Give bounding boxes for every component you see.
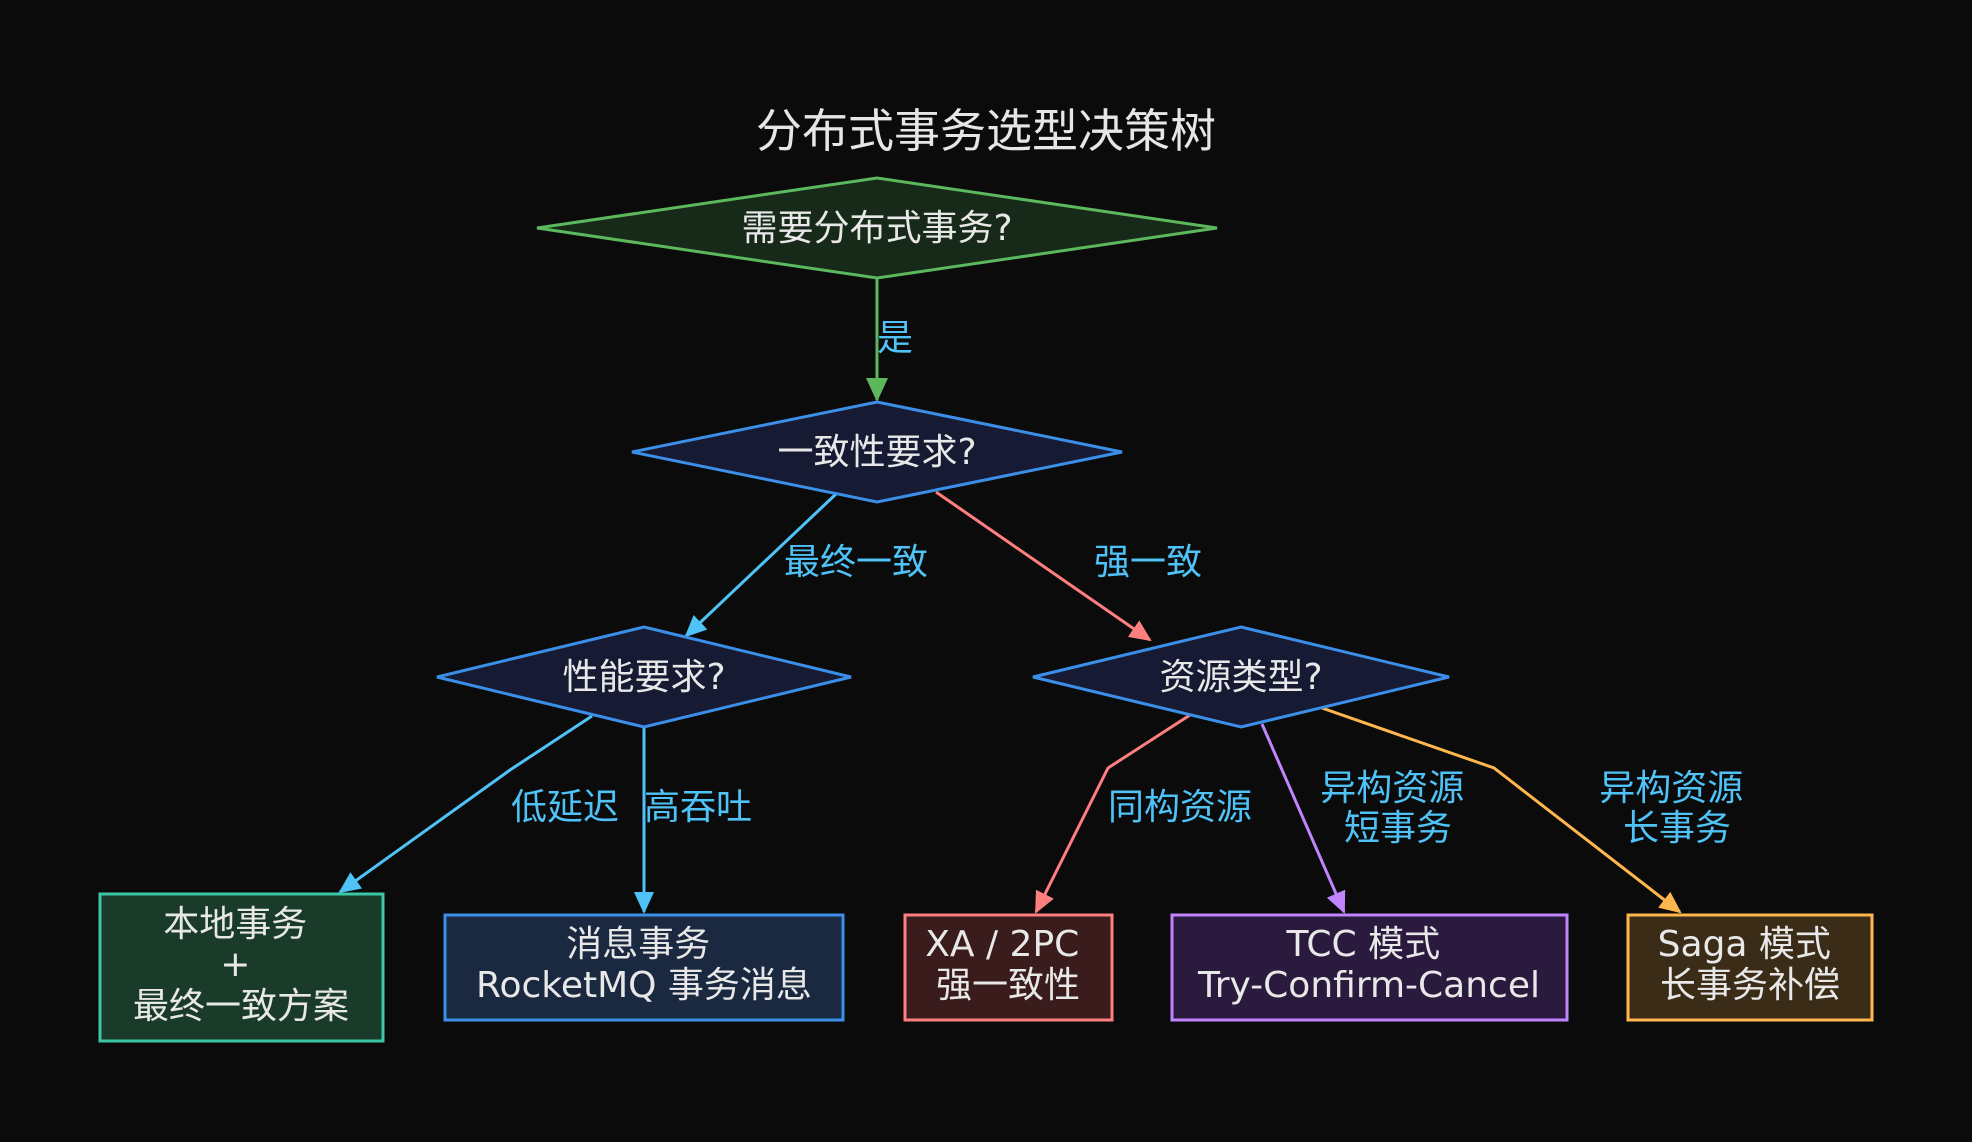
result-node-local-transaction: 本地事务 + 最终一致方案 bbox=[98, 892, 385, 1043]
edge-label-hetero-long: 异构资源 长事务 bbox=[1599, 768, 1754, 849]
result-node-xa-2pc-line-1: XA / 2PC bbox=[925, 924, 1079, 965]
edge-label-hetero-short-line-2: 短事务 bbox=[1344, 808, 1452, 849]
result-node-message-transaction-text: 消息事务 RocketMQ 事务消息 bbox=[476, 924, 812, 1006]
edge-label-hetero-short: 异构资源 短事务 bbox=[1320, 768, 1475, 849]
result-node-message-transaction-line-2: RocketMQ 事务消息 bbox=[476, 965, 812, 1006]
edge-strong bbox=[935, 490, 1152, 642]
result-node-tcc: TCC 模式 Try-Confirm-Cancel bbox=[1170, 913, 1569, 1022]
decision-node-performance: 性能要求? bbox=[436, 625, 852, 729]
edge-low-latency bbox=[338, 714, 593, 894]
edge-homogeneous bbox=[1034, 713, 1191, 914]
decision-node-resource-type-label: 资源类型? bbox=[1159, 657, 1322, 698]
result-node-local-transaction-text: 本地事务 + 最终一致方案 bbox=[133, 904, 349, 1027]
decision-node-need-distributed-transaction-label: 需要分布式事务? bbox=[741, 208, 1012, 249]
edge-label-high-throughput: 高吞吐 bbox=[644, 787, 752, 828]
edge-label-low-latency: 低延迟 bbox=[511, 787, 619, 828]
decision-node-need-distributed-transaction: 需要分布式事务? bbox=[536, 176, 1218, 280]
edge-label-yes: 是 bbox=[877, 318, 913, 359]
decision-node-consistency-label: 一致性要求? bbox=[777, 432, 976, 473]
edge-label-hetero-long-line-2: 长事务 bbox=[1623, 808, 1731, 849]
edge-label-hetero-long-line-1: 异构资源 bbox=[1599, 768, 1743, 809]
edge-label-homogeneous: 同构资源 bbox=[1108, 787, 1252, 828]
edge-label-eventual: 最终一致 bbox=[784, 542, 928, 583]
result-node-tcc-text: TCC 模式 Try-Confirm-Cancel bbox=[1197, 924, 1540, 1006]
result-node-tcc-line-2: Try-Confirm-Cancel bbox=[1197, 965, 1540, 1006]
edge-label-hetero-short-line-1: 异构资源 bbox=[1320, 768, 1464, 809]
edge-hetero-long bbox=[1321, 706, 1682, 914]
result-node-local-transaction-line-2: + bbox=[220, 944, 250, 985]
decision-node-consistency: 一致性要求? bbox=[631, 400, 1123, 504]
decision-node-resource-type: 资源类型? bbox=[1032, 625, 1450, 729]
edge-hetero-short bbox=[1260, 723, 1346, 914]
result-node-local-transaction-line-1: 本地事务 bbox=[163, 904, 307, 945]
diagram-title: 分布式事务选型决策树 bbox=[756, 104, 1216, 158]
result-node-message-transaction: 消息事务 RocketMQ 事务消息 bbox=[443, 913, 845, 1022]
result-node-xa-2pc-text: XA / 2PC 强一致性 bbox=[925, 924, 1091, 1006]
result-node-local-transaction-line-3: 最终一致方案 bbox=[133, 986, 349, 1027]
decision-node-performance-label: 性能要求? bbox=[562, 657, 725, 698]
result-node-xa-2pc-line-2: 强一致性 bbox=[936, 965, 1080, 1006]
edge-eventual bbox=[684, 492, 838, 638]
result-node-tcc-line-1: TCC 模式 bbox=[1285, 924, 1440, 965]
result-node-saga-line-1: Saga 模式 bbox=[1658, 924, 1831, 965]
result-node-xa-2pc: XA / 2PC 强一致性 bbox=[903, 913, 1114, 1022]
edge-label-strong: 强一致 bbox=[1094, 542, 1202, 583]
result-node-message-transaction-line-1: 消息事务 bbox=[566, 924, 710, 965]
result-node-saga: Saga 模式 长事务补偿 bbox=[1626, 913, 1874, 1022]
result-node-saga-line-2: 长事务补偿 bbox=[1660, 965, 1840, 1006]
result-node-saga-text: Saga 模式 长事务补偿 bbox=[1658, 924, 1843, 1006]
